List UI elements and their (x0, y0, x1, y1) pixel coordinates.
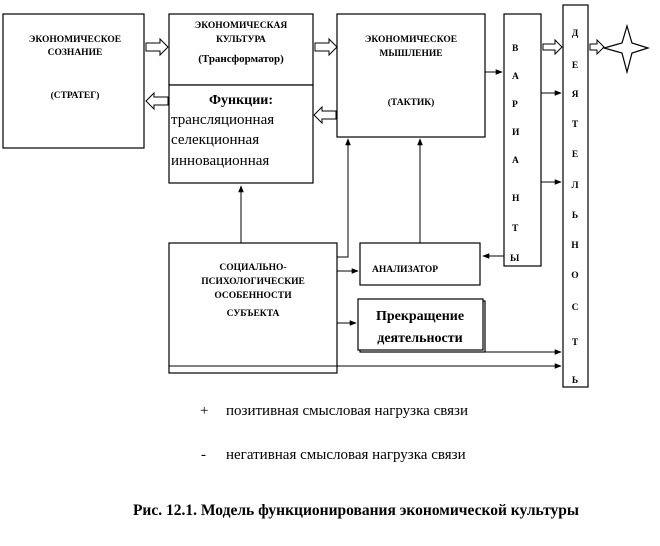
activity-letter: О (571, 271, 578, 281)
activity-letter: Д (572, 29, 579, 39)
variants-letter: Ы (510, 254, 520, 264)
variants-letter: Н (512, 194, 520, 204)
activity-letter: Е (572, 61, 578, 71)
functions-title: Функции: (209, 93, 273, 108)
legend-negative-text: негативная смысловая нагрузка связи (226, 447, 466, 463)
thinking-title-line1: ЭКОНОМИЧЕСКОЕ (365, 35, 457, 45)
legend: + позитивная смысловая нагрузка связи - … (200, 403, 468, 463)
thinking-block: ЭКОНОМИЧЕСКОЕ МЫШЛЕНИЕ (ТАКТИК) (336, 13, 486, 138)
activity-block: Д Е Я Т Е Л Ь Н О С Т Ь (562, 4, 589, 388)
consciousness-block: ЭКОНОМИЧЕСКОЕ СОЗНАНИЕ (СТРАТЕГ) (2, 13, 145, 149)
variants-letter: Т (512, 224, 519, 234)
subject-block: СОЦИАЛЬНО- ПСИХОЛОГИЧЕСКИЕ ОСОБЕННОСТИ С… (168, 242, 338, 374)
culture-title-line1: ЭКОНОМИЧЕСКАЯ (195, 21, 288, 31)
activity-letter: Ь (572, 211, 578, 221)
double-arrow-variants-to-activity (542, 38, 563, 56)
double-arrow-thinking-to-functions (313, 105, 337, 125)
culture-role: (Трансформатор) (198, 53, 284, 65)
activity-letter: С (572, 303, 579, 313)
variants-letter: А (512, 156, 519, 166)
activity-letter: Л (571, 181, 578, 191)
stop-line2: деятельности (377, 331, 462, 346)
legend-positive-sign: + (200, 403, 208, 419)
analyzer-block: АНАЛИЗАТОР (359, 242, 481, 286)
activity-letter: Е (572, 150, 578, 160)
variants-letter: А (512, 72, 519, 82)
consciousness-title-line2: СОЗНАНИЕ (48, 48, 103, 58)
variants-letter: В (512, 44, 519, 54)
subject-line: СУБЪЕКТА (227, 309, 280, 319)
double-arrow-functions-to-consciousness (145, 91, 169, 111)
figure-caption: Рис. 12.1. Модель функционирования эконо… (133, 502, 579, 519)
activity-letter: Т (572, 120, 579, 130)
thinking-role: (ТАКТИК) (388, 97, 435, 108)
subject-line: СОЦИАЛЬНО- (219, 263, 286, 273)
arrow-subject-to-thinking (337, 138, 351, 258)
culture-title-line2: КУЛЬТУРА (216, 35, 266, 45)
functions-block: Функции: трансляционная селекционная инн… (168, 84, 314, 184)
legend-negative-sign: - (201, 447, 206, 463)
subject-line: ОСОБЕННОСТИ (214, 291, 292, 301)
subject-line: ПСИХОЛОГИЧЕСКИЕ (201, 277, 305, 287)
double-arrow-culture-to-thinking (314, 37, 338, 57)
activity-letter: Ь (572, 376, 578, 386)
function-item: трансляционная (171, 112, 274, 128)
activity-letter: Н (571, 241, 579, 251)
thinking-title-line2: МЫШЛЕНИЕ (379, 49, 442, 59)
double-arrow-consciousness-to-culture (145, 37, 169, 57)
consciousness-role: (СТРАТЕГ) (51, 90, 100, 101)
stop-block: Прекращение деятельности (357, 298, 486, 353)
connector-lines (169, 69, 562, 369)
variants-letter: Р (512, 100, 518, 110)
culture-block: ЭКОНОМИЧЕСКАЯ КУЛЬТУРА (Трансформатор) (168, 13, 314, 86)
result-star-icon (601, 23, 651, 75)
function-item: селекционная (171, 132, 259, 148)
variants-letter: И (512, 128, 520, 138)
activity-letter: Я (572, 90, 579, 100)
legend-positive-text: позитивная смысловая нагрузка связи (226, 403, 468, 419)
stop-line1: Прекращение (376, 309, 464, 324)
double-arrow-activity-to-result (589, 38, 605, 56)
analyzer-label: АНАЛИЗАТОР (372, 265, 438, 275)
consciousness-title-line1: ЭКОНОМИЧЕСКОЕ (29, 35, 121, 45)
function-item: инновационная (171, 153, 269, 169)
variants-block: В А Р И А Н Т Ы (503, 13, 542, 267)
activity-letter: Т (572, 338, 579, 348)
